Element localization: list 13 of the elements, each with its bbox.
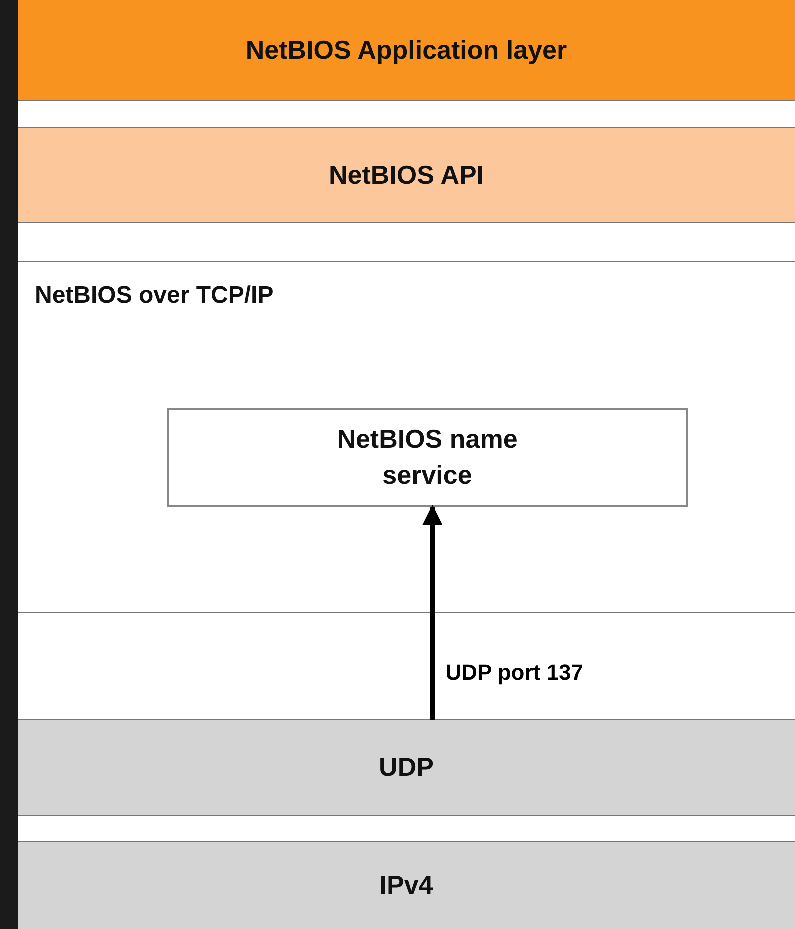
- layer-band: [18, 128, 795, 222]
- arrow: [422, 505, 443, 720]
- layer-band: [18, 0, 795, 100]
- service-box: [167, 408, 688, 507]
- layer-panel: [18, 262, 795, 612]
- layer-label: IPv4: [380, 870, 434, 901]
- layer-band: [18, 720, 795, 815]
- layer-label: NetBIOS Application layer: [246, 34, 568, 66]
- layer-label: NetBIOS API: [328, 160, 484, 190]
- panel-title: NetBIOS over TCP/IP: [35, 282, 274, 310]
- layer-band: [18, 842, 795, 929]
- layer-label: UDP: [379, 752, 434, 783]
- layer-label: NetBIOS name service: [336, 423, 519, 492]
